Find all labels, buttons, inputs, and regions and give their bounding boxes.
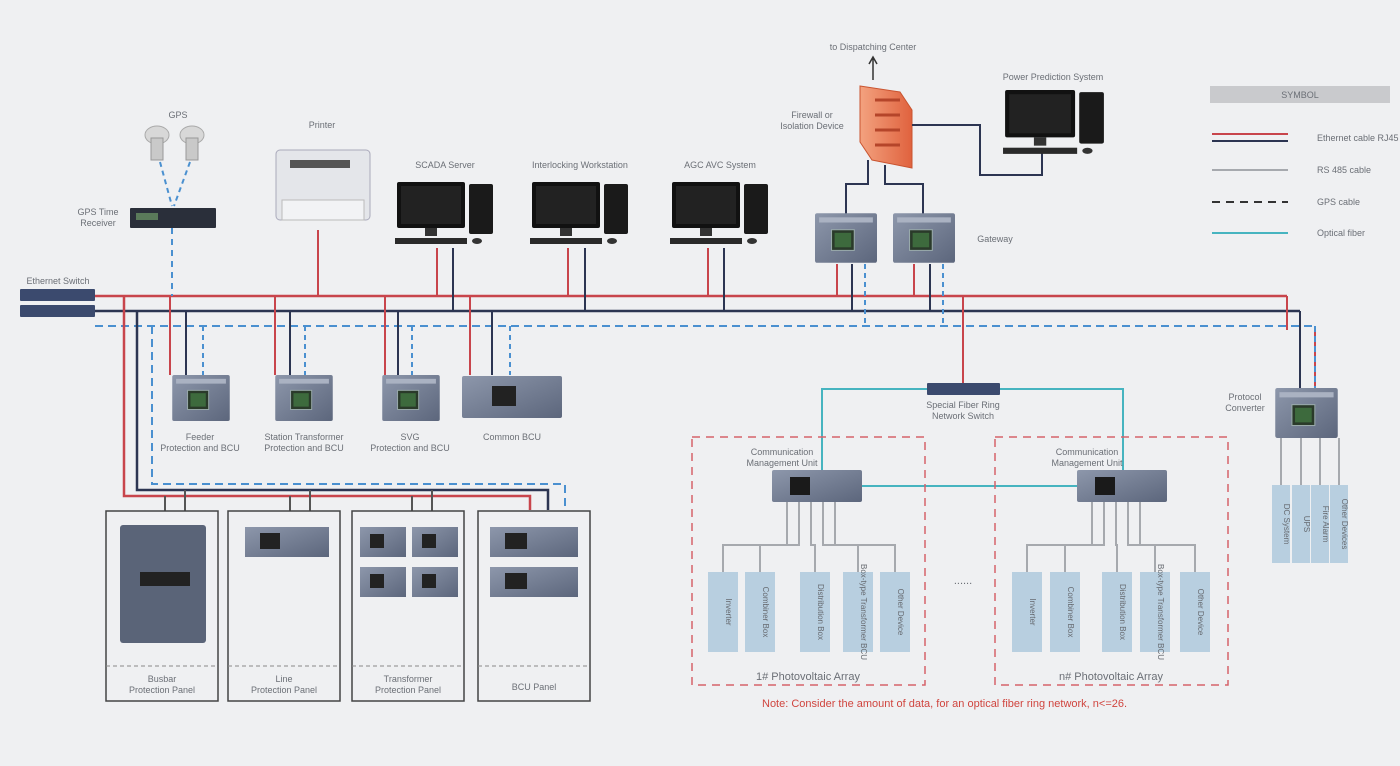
- ethernet-switch-label: Ethernet Switch: [26, 276, 89, 286]
- field-device-label: Combiner Box: [761, 587, 770, 638]
- gps-antenna-icon: [144, 125, 170, 161]
- svg-text:SCADA Server: SCADA Server: [415, 160, 475, 170]
- legend: SYMBOL Ethernet cable RJ45 RS 485 cable …: [1210, 86, 1399, 238]
- aux-device: [1330, 485, 1348, 563]
- field-device: [745, 572, 775, 652]
- field-device: [1140, 572, 1170, 652]
- field-device-label: Other Device: [1196, 589, 1205, 636]
- legend-title: SYMBOL: [1281, 90, 1319, 100]
- gps-label: GPS: [168, 110, 187, 120]
- field-device-label: Distribution Box: [816, 584, 825, 640]
- field-device-label: Box-type Transformer BCU: [859, 564, 868, 660]
- panel-label: BCU Panel: [512, 682, 557, 692]
- aux-device-label: DC System: [1282, 504, 1291, 545]
- power-prediction-system: Power Prediction System: [1003, 72, 1104, 154]
- svg-text:AGC AVC System: AGC AVC System: [684, 160, 756, 170]
- panel-bus-red: [122, 296, 532, 510]
- printer-label: Printer: [309, 120, 336, 130]
- ethernet-switch[interactable]: Ethernet Switch: [20, 276, 95, 317]
- optical-fiber-ring: [821, 388, 1124, 487]
- aux-device-label: Fire Alarm: [1321, 506, 1330, 543]
- panel-bus-navy: [135, 311, 550, 510]
- agc-avc-system: AGC AVC System: [670, 160, 768, 311]
- aux-device: [1292, 485, 1310, 563]
- svg-text:Interlocking Workstation: Interlocking Workstation: [532, 160, 628, 170]
- array-ellipsis: ......: [954, 575, 972, 587]
- field-device: [800, 572, 830, 652]
- field-device: [1102, 572, 1132, 652]
- ied-device: Common BCU: [462, 296, 562, 442]
- field-device: [1050, 572, 1080, 652]
- aux-device: [1311, 485, 1329, 563]
- gps-antenna-icon: [179, 125, 205, 161]
- legend-optical: Optical fiber: [1317, 228, 1365, 238]
- legend-ethernet: Ethernet cable RJ45: [1317, 133, 1399, 143]
- protection-panel: BCU Panel: [477, 510, 591, 702]
- svg-text:Power Prediction System: Power Prediction System: [1003, 72, 1104, 82]
- field-device-label: Box-type Transformer BCU: [1156, 564, 1165, 660]
- pv-array-title: 1# Photovoltaic Array: [756, 671, 860, 683]
- gps-antennas: GPS: [144, 110, 205, 207]
- field-device-label: Distribution Box: [1118, 584, 1127, 640]
- field-device-label: Other Device: [896, 589, 905, 636]
- aux-device-label: UPS: [1302, 516, 1311, 532]
- field-device-label: Combiner Box: [1066, 587, 1075, 638]
- gateways: Gateway: [815, 212, 1013, 383]
- aux-device: [1272, 485, 1290, 563]
- note-text: Note: Consider the amount of data, for a…: [762, 698, 1127, 710]
- field-device: [843, 572, 873, 652]
- dispatch-label: to Dispatching Center: [830, 42, 917, 52]
- ied-label: Common BCU: [483, 432, 541, 442]
- communication-management-unit: [772, 470, 862, 502]
- printer: Printer: [275, 120, 371, 296]
- field-device: [708, 572, 738, 652]
- field-device: [1012, 572, 1042, 652]
- svg-text:Gateway: Gateway: [977, 234, 1013, 244]
- field-device-label: Inverter: [724, 598, 733, 625]
- arrow-up-icon: [868, 55, 878, 80]
- field-device: [880, 572, 910, 652]
- field-device: [1180, 572, 1210, 652]
- aux-device-label: Other Devices: [1340, 499, 1349, 550]
- communication-management-unit: [1077, 470, 1167, 502]
- scada-server: SCADA Server: [395, 160, 493, 311]
- legend-rs485: RS 485 cable: [1317, 165, 1371, 175]
- panel-bus-gps: [151, 326, 566, 510]
- legend-gps: GPS cable: [1317, 197, 1360, 207]
- interlocking-workstation: Interlocking Workstation: [530, 160, 628, 311]
- pv-array-title: n# Photovoltaic Array: [1059, 671, 1163, 683]
- field-device-label: Inverter: [1028, 598, 1037, 625]
